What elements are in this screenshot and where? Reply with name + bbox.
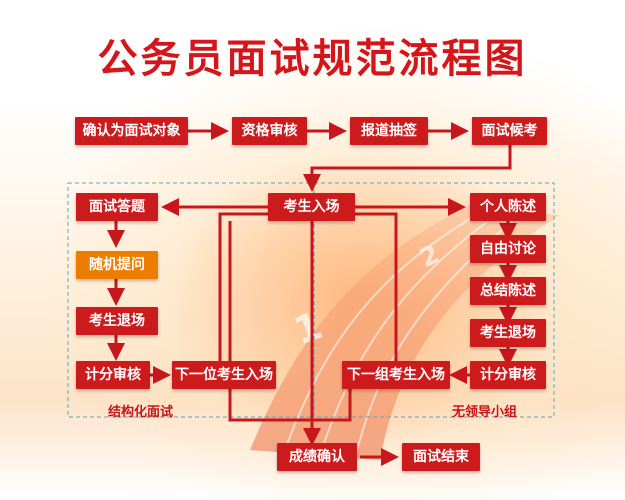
node-enter: 考生入场 [268,193,355,221]
node-personal-statement: 个人陈述 [470,193,546,221]
node-score-right: 计分审核 [470,361,546,389]
node-confirm-target: 确认为面试对象 [75,117,188,145]
node-exit-right: 考生退场 [470,319,546,347]
node-exit-left: 考生退场 [76,307,158,335]
node-random-question: 随机提问 [76,251,158,279]
node-end: 面试结束 [402,443,480,471]
node-summary: 总结陈述 [470,277,546,305]
region-label-structured: 结构化面试 [108,405,174,420]
node-next-group: 下一组考生入场 [342,361,450,389]
node-wait: 面试候考 [472,117,547,145]
region-label-leaderless: 无领导小组 [452,405,518,420]
node-report-draw: 报道抽签 [350,117,428,145]
node-free-discussion: 自由讨论 [470,235,546,263]
page-title: 公务员面试规范流程图 [97,36,528,82]
node-qualification: 资格审核 [232,117,307,145]
node-score-left: 计分审核 [76,361,150,389]
node-result-confirm: 成绩确认 [277,443,357,471]
node-answer: 面试答题 [76,193,158,221]
node-next-candidate: 下一位考生入场 [172,361,276,389]
